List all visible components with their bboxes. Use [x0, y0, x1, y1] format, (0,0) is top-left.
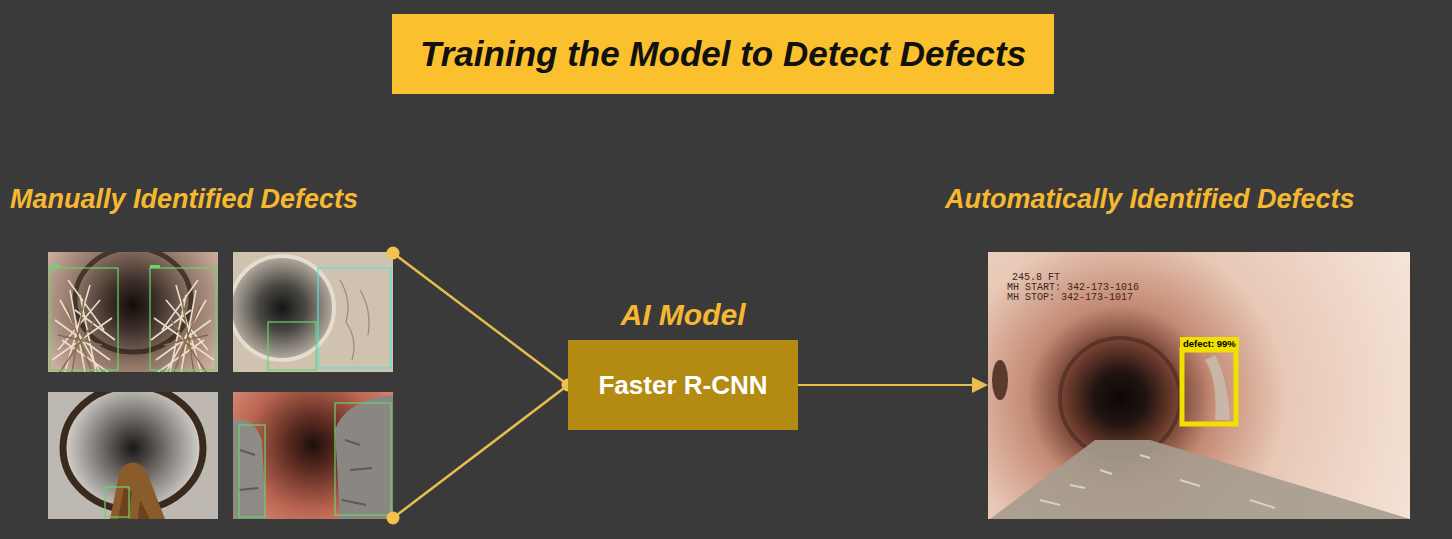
rect-shape [335, 403, 391, 515]
path-shape [990, 440, 1410, 519]
path-shape [1205, 355, 1230, 420]
arrow-head [972, 377, 988, 393]
overlay-text: 245.8 FT [1012, 273, 1060, 283]
photo-group: Manually Identified Defects [48, 252, 393, 519]
connector-line [393, 385, 568, 518]
deposit-photo [233, 392, 393, 519]
rect-shape [988, 252, 1410, 519]
group-heading: Automatically Identified Defects [945, 183, 1355, 215]
detection-photo [988, 252, 1410, 519]
root-intrusion-photo [48, 252, 218, 372]
rect-shape [150, 268, 216, 370]
rect-shape [50, 265, 60, 268]
joint-dot [387, 247, 400, 260]
ellipse-shape [75, 252, 191, 352]
rect-shape [1182, 350, 1236, 424]
crack-photo [233, 252, 393, 372]
model-box: AI ModelFaster R-CNN [568, 340, 798, 430]
path-shape [52, 280, 115, 372]
debris-photo [48, 392, 218, 519]
path-shape [118, 488, 150, 519]
group-heading: Manually Identified Defects [10, 183, 358, 215]
title-band: Training the Model to Detect Defects [392, 14, 1054, 94]
model-name: Faster R-CNN [598, 370, 767, 400]
connector-line [798, 384, 976, 386]
overlay-text: MH STOP: 342-173-1017 [1007, 293, 1133, 303]
joint-dot [387, 512, 400, 525]
rect-shape [150, 265, 160, 268]
circle-shape [233, 256, 334, 360]
title-text: Training the Model to Detect Defects [392, 14, 1054, 94]
path-shape [238, 440, 372, 505]
path-shape [1040, 455, 1275, 508]
path-shape [233, 419, 266, 519]
rect-shape [318, 268, 391, 368]
rect-shape [233, 392, 393, 519]
connector [387, 247, 575, 525]
path-shape [110, 463, 165, 520]
circle-shape [233, 256, 334, 360]
model-heading: AI Model [621, 298, 746, 332]
path-shape [164, 300, 208, 372]
path-shape [58, 300, 102, 372]
path-shape [340, 280, 369, 360]
path-shape [151, 280, 214, 372]
rect-shape [268, 322, 316, 370]
ellipse-shape [992, 360, 1008, 400]
connector [798, 377, 988, 393]
rect-shape [239, 425, 265, 517]
rect-shape [50, 268, 118, 370]
overlay-text: MH START: 342-173-1016 [1007, 283, 1139, 293]
connector-line [393, 253, 568, 385]
defect-tag: defect: 99% [1180, 337, 1239, 350]
rect-shape [105, 487, 129, 517]
